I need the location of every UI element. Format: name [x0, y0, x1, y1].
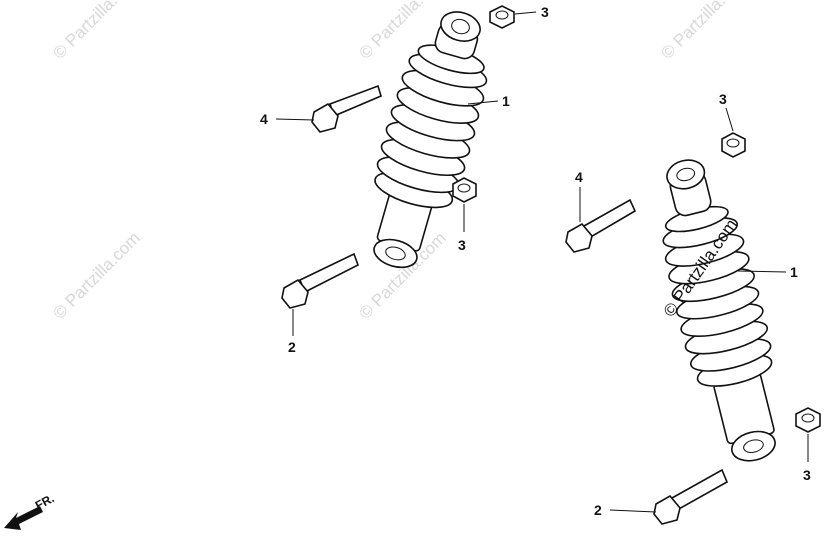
right-shock-absorber[interactable] — [642, 151, 798, 470]
callout-left-lower-bolt: 2 — [288, 339, 296, 355]
right-upper-bolt[interactable] — [565, 198, 637, 253]
watermark-text: © Partzilla.com — [49, 0, 143, 63]
right-lower-nut[interactable] — [795, 407, 821, 433]
callout-right-lower-bolt: 2 — [594, 502, 602, 518]
callout-right-upper-bolt: 4 — [575, 169, 583, 185]
callout-left-shock: 1 — [502, 93, 510, 109]
left-lower-bolt[interactable] — [281, 252, 359, 309]
spring-coils — [662, 217, 773, 387]
left-top-nut[interactable] — [489, 5, 515, 29]
left-lower-nut[interactable] — [452, 177, 477, 203]
front-arrow-icon — [4, 506, 43, 530]
front-direction-indicator: FR. — [4, 491, 56, 530]
callout-right-shock: 1 — [790, 264, 798, 280]
right-lower-bolt[interactable] — [653, 468, 729, 525]
callout-right-lower-nut: 3 — [803, 467, 811, 483]
callout-left-lower-nut: 3 — [458, 237, 466, 253]
spring-coils — [374, 53, 488, 209]
leader-lines — [275, 11, 809, 513]
watermark-text: © Partzilla.com — [657, 0, 751, 63]
watermark-text: © Partzilla.com — [49, 228, 143, 322]
callout-left-upper-bolt: 4 — [260, 111, 268, 127]
callout-right-top-nut: 3 — [719, 91, 727, 107]
left-shock-absorber[interactable] — [351, 1, 506, 278]
right-top-nut[interactable] — [721, 132, 746, 158]
callout-left-top-nut: 3 — [541, 4, 549, 20]
left-upper-bolt[interactable] — [311, 84, 382, 133]
